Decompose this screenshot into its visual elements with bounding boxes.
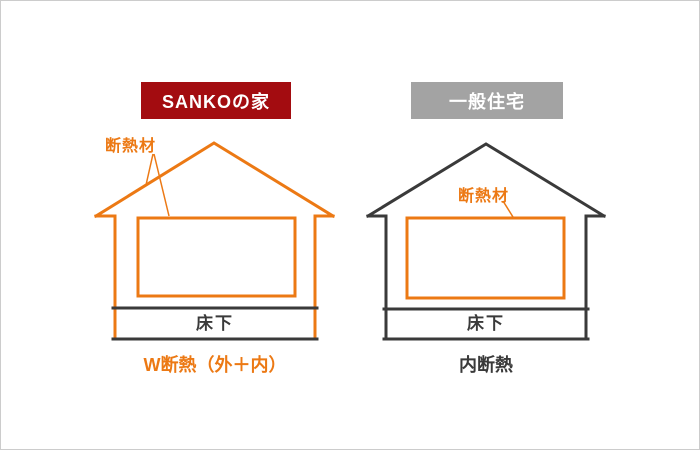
badge-general-house: 一般住宅 [411,82,563,119]
left-house-right-wall [313,214,335,341]
left-house-caption: W断熱（外＋内） [143,355,287,375]
left-insulation-pointer-to-roof [145,153,154,186]
left-house-left-wall [94,214,117,341]
right-house-left-wall [366,214,388,341]
left-house-inner-insulation-rect [136,216,297,298]
left-insulation-pointer-to-inner [153,153,170,217]
left-insulation-label: 断熱材 [105,138,157,155]
right-insulation-pointer-to-inner [502,200,514,218]
right-house-caption: 内断熱 [459,355,513,375]
left-house-roof [93,141,336,219]
right-house-inner-insulation-rect [405,216,566,300]
right-house-right-wall [584,214,606,341]
badge-sanko-house: SANKOの家 [141,82,291,119]
right-insulation-label: 断熱材 [458,188,510,205]
right-house-roof [365,142,607,219]
right-underfloor-label: 床下 [467,314,505,333]
left-underfloor-label: 床下 [196,314,234,333]
